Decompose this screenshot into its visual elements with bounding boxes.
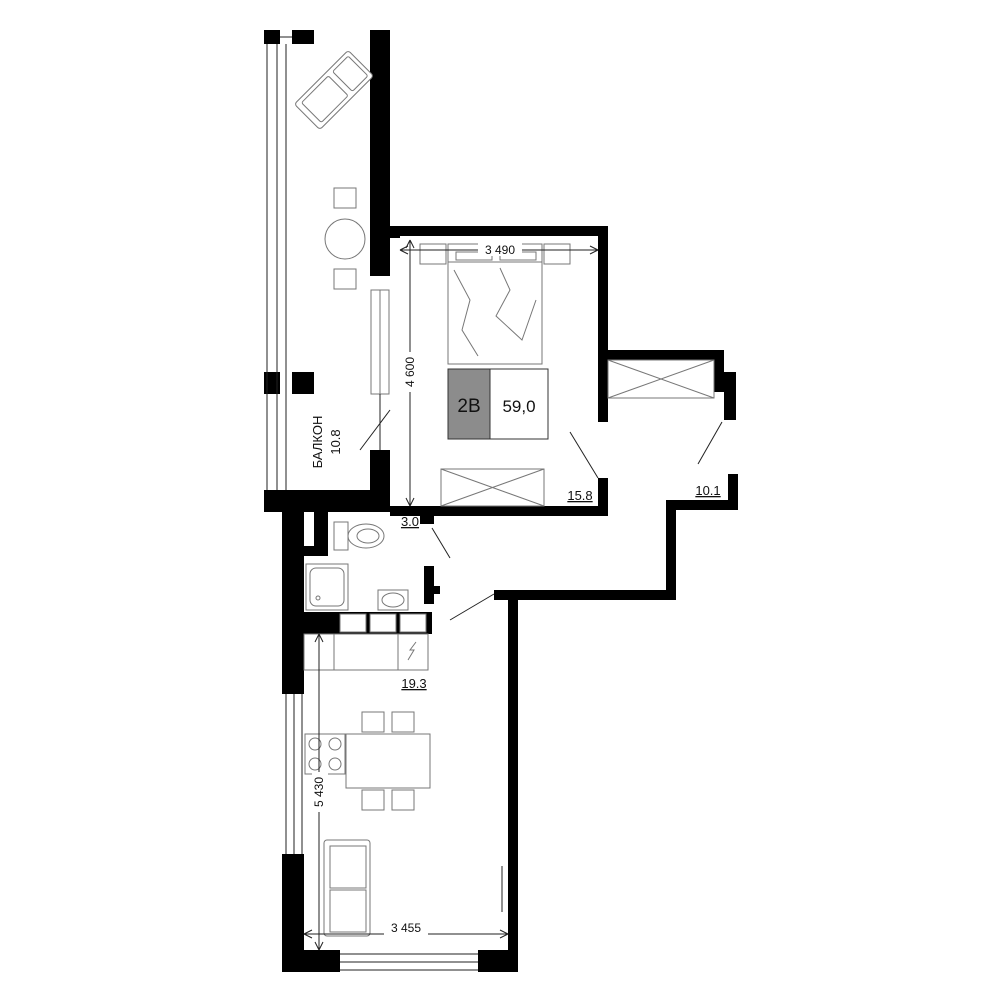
hall: 10.1 xyxy=(431,350,738,621)
stove-icon xyxy=(304,733,346,775)
bedroom: 3 490 4 600 15.8 xyxy=(390,226,608,516)
apartment-type-label: 2В xyxy=(457,396,480,417)
chair-icon xyxy=(333,187,357,209)
apartment-total-area: 59,0 xyxy=(502,397,535,416)
kitchen-counter-icon xyxy=(303,633,429,671)
balcony-area-label: 10.8 xyxy=(328,429,343,454)
chair-icon xyxy=(361,789,385,811)
closet-icon xyxy=(607,359,715,399)
balcony xyxy=(264,30,391,512)
dining-table-icon xyxy=(345,733,431,789)
bedroom-depth-dimension: 4 600 xyxy=(403,357,417,387)
apartment-type-swatch xyxy=(448,369,490,439)
bedroom-width-dimension: 3 490 xyxy=(485,243,515,257)
sun-lounger-icon xyxy=(295,51,373,129)
chair-icon xyxy=(391,711,415,733)
chair-icon xyxy=(361,711,385,733)
chair-icon xyxy=(333,268,357,290)
bedroom-area-label: 15.8 xyxy=(567,488,592,503)
chair-icon xyxy=(391,789,415,811)
hall-area-label: 10.1 xyxy=(695,483,720,498)
round-table-icon xyxy=(324,218,366,260)
wardrobe-icon xyxy=(440,468,545,507)
sofa-icon xyxy=(323,839,371,937)
toilet-icon xyxy=(333,521,385,551)
kitchen-living-area-label: 19.3 xyxy=(401,676,426,691)
apartment-badge: 2В 59,0 xyxy=(447,368,549,440)
balcony-name-label: БАЛКОН xyxy=(310,416,325,469)
shower-icon xyxy=(305,563,349,611)
kitchen-living: 5 430 3 455 19.3 xyxy=(282,600,518,972)
kitchen-width-dimension: 3 455 xyxy=(391,921,421,935)
kitchen-depth-dimension: 5 430 xyxy=(312,777,326,807)
bathroom-area-label: 3.0 xyxy=(401,514,419,529)
bed-icon xyxy=(419,243,571,365)
washbasin-icon xyxy=(377,589,409,611)
